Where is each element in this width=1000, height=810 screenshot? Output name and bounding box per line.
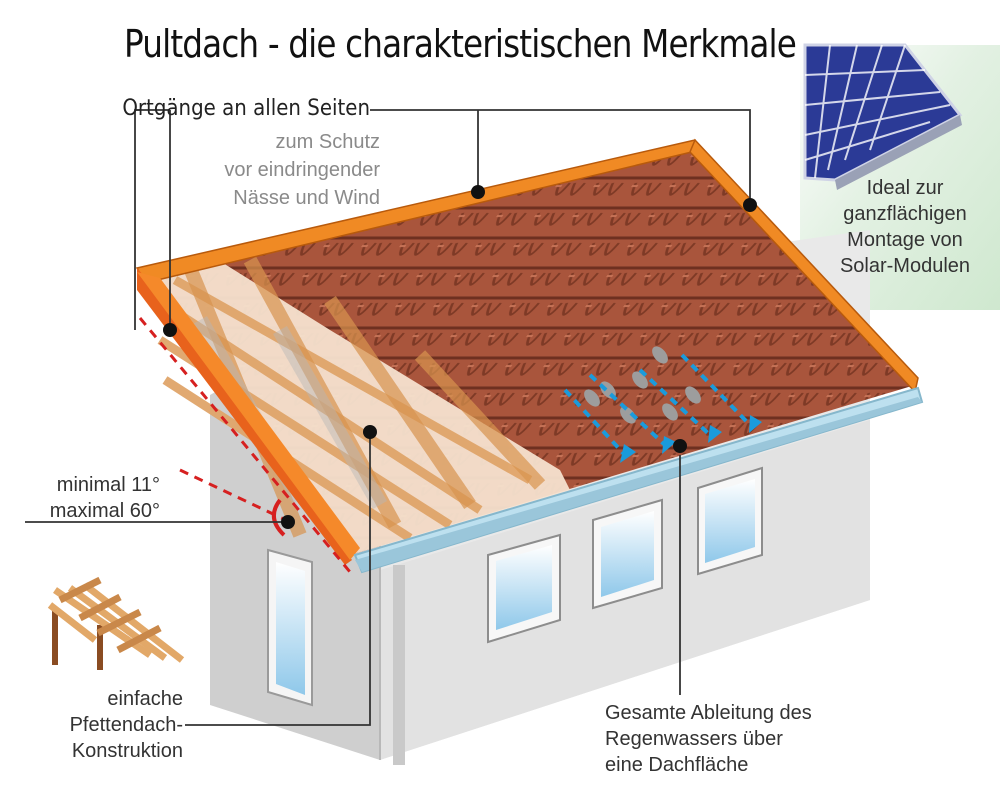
solar-line-3: Montage von	[847, 229, 963, 251]
rain-line-1: Gesamte Ableitung des	[605, 702, 812, 724]
angle-note: minimal 11° maximal 60°	[0, 472, 160, 524]
angle-min: minimal 11°	[56, 474, 160, 496]
rain-drops	[584, 346, 701, 424]
window-2	[592, 498, 663, 610]
ortgaenge-desc-line-1: zum Schutz	[275, 131, 380, 153]
ortgaenge-desc-line-2: vor eindringender	[224, 159, 380, 181]
rain-note: Gesamte Ableitung des Regenwassers über …	[605, 700, 905, 778]
window-1	[487, 533, 561, 644]
ortgaenge-description: zum Schutz vor eindringender Nässe und W…	[150, 128, 380, 212]
solar-line-4: Solar-Modulen	[839, 255, 971, 277]
rain-line-3: eine Dachfläche	[605, 754, 749, 776]
angle-marker	[138, 317, 352, 573]
rain-line-2: Regenwassers über	[605, 728, 783, 750]
page-title: Pultdach - die charakteristischen Merkma…	[123, 22, 797, 66]
pfetten-line-2: Pfettendach-	[69, 714, 183, 736]
rain-arrow-heads	[620, 415, 762, 463]
pfetten-line-1: einfache	[107, 688, 183, 710]
angle-max: maximal 60°	[49, 500, 160, 522]
leader-dots	[163, 185, 757, 529]
window-3	[697, 466, 763, 576]
pfetten-note: einfache Pfettendach- Konstruktion	[0, 686, 183, 764]
leader-lines	[25, 109, 751, 726]
gutter	[353, 386, 924, 574]
solar-line-2: ganzflächigen	[843, 203, 967, 225]
solar-line-1: Ideal zur	[866, 177, 944, 199]
rain-arrows	[563, 353, 752, 457]
ortgaenge-desc-line-3: Nässe und Wind	[233, 187, 380, 209]
ortgaenge-heading: Ortgänge an allen Seiten	[122, 96, 370, 121]
solar-panel	[803, 43, 963, 190]
pfetten-line-3: Konstruktion	[71, 740, 183, 762]
solar-note: Ideal zur ganzflächigen Montage von Sola…	[820, 175, 990, 279]
pfetten-icon	[47, 576, 185, 670]
window-side	[267, 548, 313, 707]
